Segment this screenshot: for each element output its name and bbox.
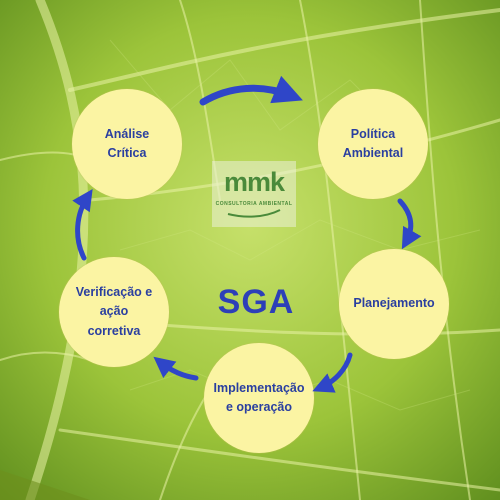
logo-swoosh-icon (227, 209, 281, 218)
center-label: SGA (217, 283, 295, 321)
node-verificacao-acao-corretiva: Verificação e ação corretiva (59, 257, 169, 367)
logo-wordmark: mmk (223, 167, 285, 197)
mmk-logo: mmk CONSULTORIA AMBIENTAL (212, 161, 296, 227)
node-politica-ambiental: Política Ambiental (318, 89, 428, 199)
node-label: Análise Crítica (104, 126, 150, 160)
node-label: Verificação e ação corretiva (75, 284, 153, 338)
node-implementacao-operacao: Implementação e operação (204, 343, 314, 453)
logo-tagline: CONSULTORIA AMBIENTAL (215, 201, 293, 207)
node-label: Implementação e operação (213, 380, 305, 414)
node-label: Política Ambiental (342, 126, 404, 160)
node-analise-critica: Análise Crítica (72, 89, 182, 199)
node-planejamento: Planejamento (339, 249, 449, 359)
node-label: Planejamento (353, 296, 435, 311)
